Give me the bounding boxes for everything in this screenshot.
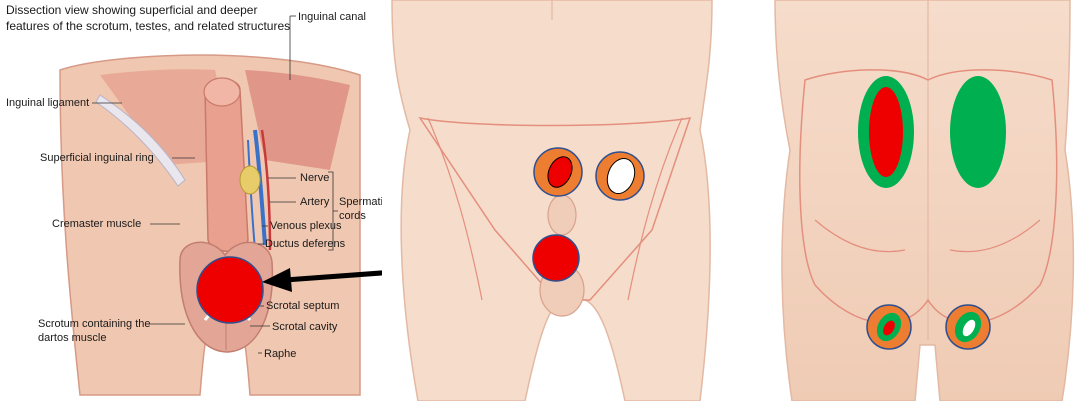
red-marker-anatomy xyxy=(197,257,263,323)
label-superficial-inguinal-ring: Superficial inguinal ring xyxy=(40,152,154,164)
label-nerve: Nerve xyxy=(300,172,329,184)
glans xyxy=(204,78,240,106)
label-spermatic-line1: Spermati xyxy=(339,196,383,208)
back-marker-upper-right xyxy=(950,76,1006,188)
back-marker-lower-right xyxy=(946,305,990,349)
label-raphe: Raphe xyxy=(264,348,296,360)
back-body-panel xyxy=(775,0,1073,401)
label-inguinal-ligament: Inguinal ligament xyxy=(6,97,89,109)
anatomy-caption-line1: Dissection view showing superficial and … xyxy=(6,3,257,17)
anatomy-caption-line2: features of the scrotum, testes, and rel… xyxy=(6,19,290,33)
label-scrotal-septum: Scrotal septum xyxy=(266,300,339,312)
front-marker-left xyxy=(534,148,582,196)
label-scrotum-line2: dartos muscle xyxy=(38,332,106,344)
back-torso xyxy=(775,0,1073,401)
label-scrotal-cavity: Scrotal cavity xyxy=(272,321,338,333)
front-marker-right xyxy=(596,152,644,200)
anatomy-panel: Dissection view showing superficial and … xyxy=(6,3,383,395)
label-inguinal-canal: Inguinal canal xyxy=(298,11,366,23)
back-marker-lower-left xyxy=(867,305,911,349)
label-spermatic-line2: cords xyxy=(339,210,366,222)
label-scrotum-line1: Scrotum containing the xyxy=(38,318,151,330)
epididymis xyxy=(240,166,260,194)
back-marker-upper-left xyxy=(858,76,914,188)
label-artery: Artery xyxy=(300,196,330,208)
front-body-panel xyxy=(382,0,720,401)
front-genital xyxy=(548,195,576,235)
red-marker-front xyxy=(533,235,579,281)
label-ductus-deferens: Ductus deferens xyxy=(265,238,346,250)
label-venous-plexus: Venous plexus xyxy=(270,220,342,232)
back-marker-upper-left-core xyxy=(869,87,903,177)
label-cremaster-muscle: Cremaster muscle xyxy=(52,218,141,230)
